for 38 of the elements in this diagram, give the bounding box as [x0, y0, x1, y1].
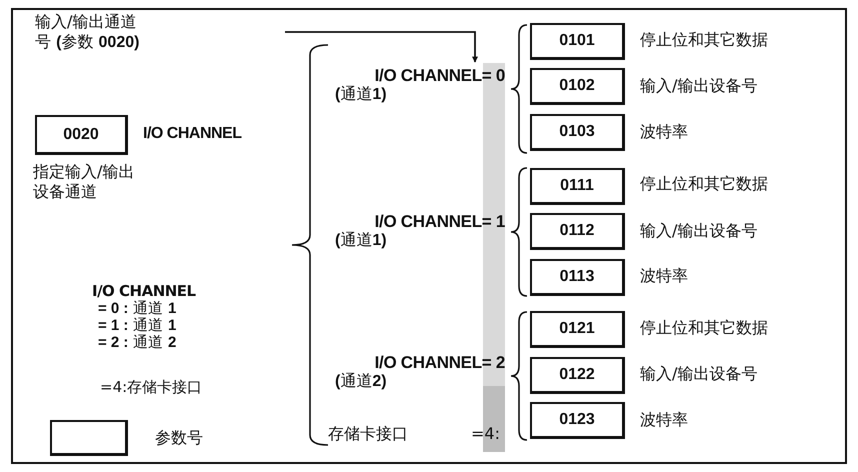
legend-item: = 1 : 通道 1	[98, 317, 176, 334]
parameter-box: 0103	[530, 114, 625, 151]
parameter-box: 0121	[530, 311, 625, 348]
channel-note: (通道1)	[335, 85, 388, 104]
parameter-name: I/O CHANNEL	[143, 124, 242, 144]
parameter-box: 0102	[530, 68, 625, 105]
parameter-description: 输入/输出设备号	[640, 76, 758, 96]
parameter-box: 0123	[530, 402, 625, 439]
value-label: =4:	[471, 424, 500, 444]
arrow	[285, 31, 478, 63]
parameter-description: 指定输入/输出设备通道	[33, 162, 136, 202]
title-text: 输入/输出通道号 (参数 0020)	[35, 12, 140, 53]
legend-heading: I/O CHANNEL	[92, 282, 196, 300]
parameter-description: 输入/输出设备号	[640, 364, 758, 384]
parameter-description: 参数号	[155, 428, 203, 448]
legend-item: = 2 : 通道 2	[98, 334, 176, 351]
memory-card-label: 存储卡接口	[328, 424, 408, 444]
empty-parameter-box	[50, 420, 128, 456]
parameter-description: 输入/输出设备号	[640, 221, 758, 241]
channel-note: (通道2)	[335, 372, 388, 391]
parameter-box: 0122	[530, 357, 625, 394]
channel-label: I/O CHANNEL= 1	[374, 212, 505, 231]
channel-note: (通道1)	[335, 231, 388, 250]
parameter-description: 波特率	[640, 410, 688, 430]
legend-item: = 0 : 通道 1	[98, 300, 176, 317]
parameter-description: 波特率	[640, 266, 688, 286]
channel-label: I/O CHANNEL= 2	[374, 353, 505, 372]
parameter-description: 停止位和其它数据	[640, 174, 768, 194]
parameter-description: 波特率	[640, 122, 688, 142]
parameter-description: 停止位和其它数据	[640, 30, 768, 50]
channel-label: I/O CHANNEL= 0	[374, 66, 505, 85]
parameter-box: 0113	[530, 259, 625, 296]
parameter-box: 0111	[530, 168, 625, 205]
parameter-box: 0020	[35, 115, 128, 155]
legend-item: =4:存储卡接口	[100, 378, 202, 396]
parameter-box: 0101	[530, 23, 625, 60]
parameter-box: 0112	[530, 213, 625, 250]
parameter-description: 停止位和其它数据	[640, 318, 768, 338]
